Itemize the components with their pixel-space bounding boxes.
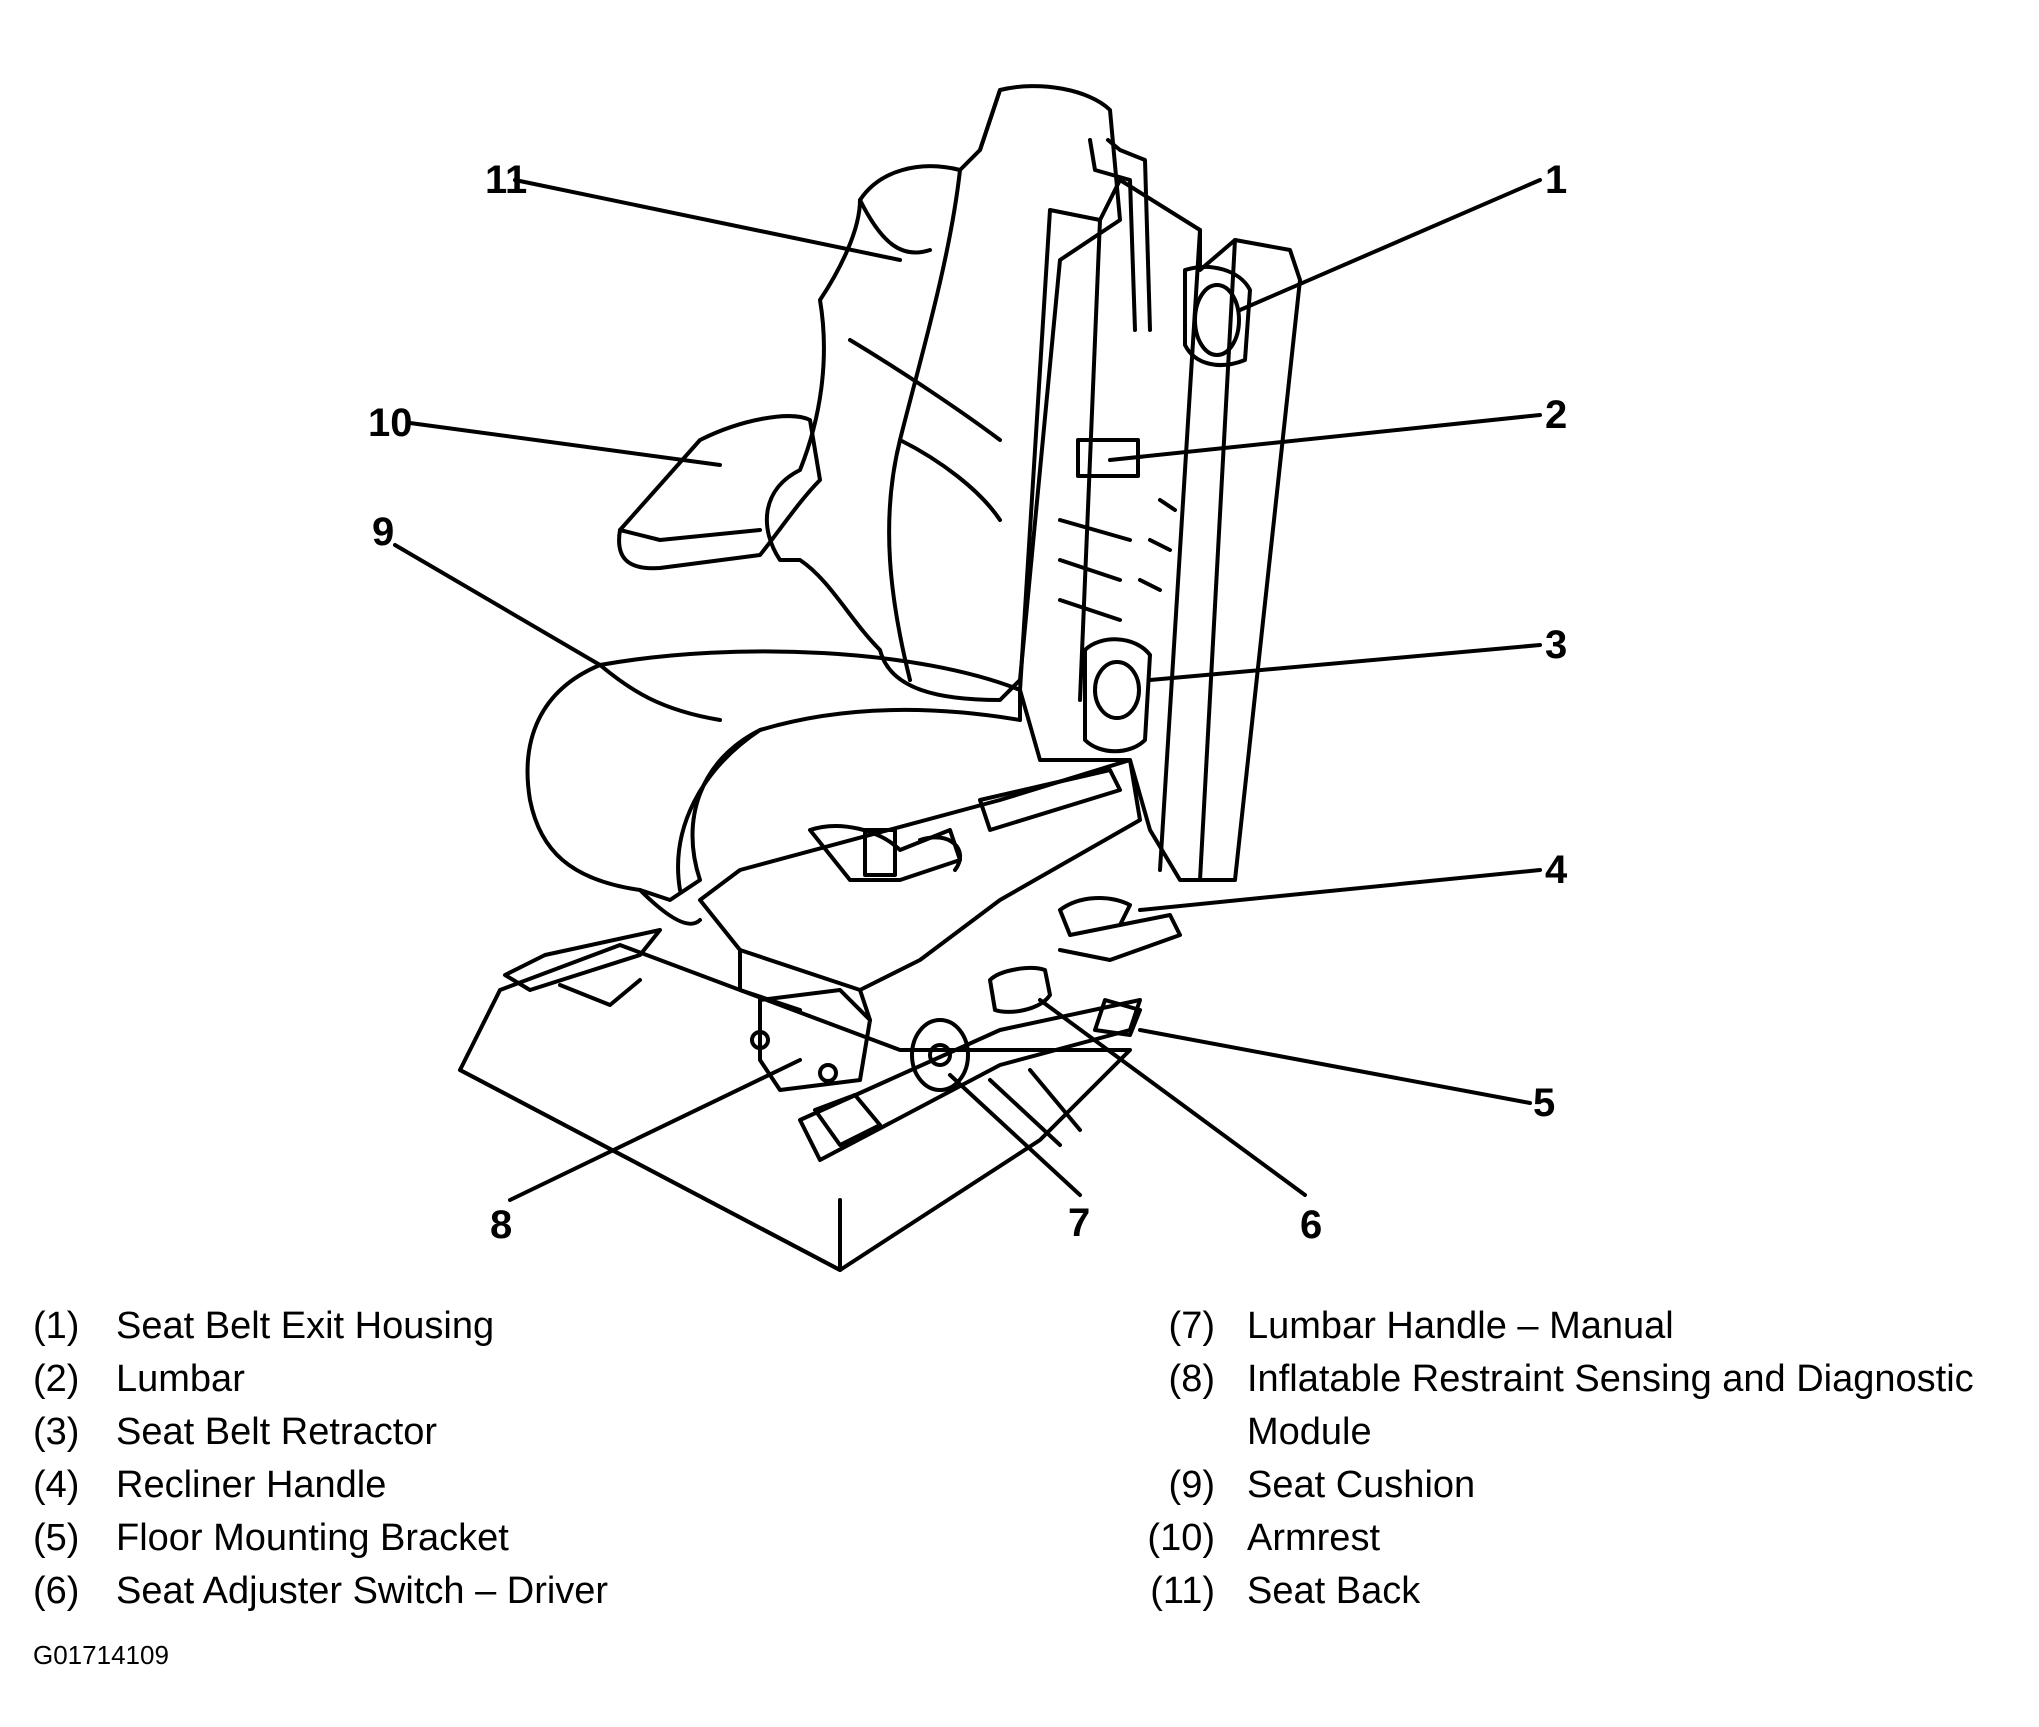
legend-number: (8) (1168, 1358, 1215, 1400)
legend-label: Lumbar Handle – Manual (1247, 1305, 1674, 1347)
callout-5: 5 (1533, 1081, 1555, 1125)
legend-number: (2) (33, 1358, 80, 1400)
legend-item: (10) Armrest (1105, 1512, 2035, 1565)
legend-label: Recliner Handle (116, 1464, 387, 1506)
legend-number: (3) (33, 1411, 80, 1453)
seat-cushion (525, 649, 1022, 926)
legend-item: (8) Inflatable Restraint Sensing and Dia… (1105, 1353, 2035, 1459)
floor-rails (503, 928, 1142, 1162)
legend-item: (7) Lumbar Handle – Manual (1105, 1300, 2035, 1353)
callout-11: 11 (485, 158, 527, 202)
lumbar-handle-part (910, 1018, 970, 1092)
legend-label: Seat Back (1247, 1570, 1421, 1612)
callout-1: 1 (1545, 158, 1567, 202)
legend-item: (1) Seat Belt Exit Housing (33, 1300, 1093, 1353)
legend-item: (9) Seat Cushion (1105, 1459, 2035, 1512)
legend-left: (1) Seat Belt Exit Housing (2) Lumbar (3… (33, 1300, 1093, 1618)
callout-3: 3 (1545, 623, 1567, 667)
legend-number: (7) (1168, 1305, 1215, 1347)
seat-adjuster-switch-part (988, 966, 1052, 1014)
callout-2: 2 (1545, 393, 1567, 437)
callout-numbers: 1 2 3 4 5 6 7 8 9 10 11 (368, 158, 1568, 1247)
legend-number: (11) (1150, 1570, 1215, 1612)
legend-label: Inflatable Restraint Sensing and Diagnos… (1247, 1358, 1974, 1453)
legend-label: Armrest (1247, 1517, 1380, 1559)
seat-back-pad (765, 84, 1122, 702)
leader-lines (393, 178, 1542, 1202)
callout-8: 8 (490, 1203, 512, 1247)
legend-item: (11) Seat Back (1105, 1565, 2035, 1618)
legend-number: (6) (33, 1570, 80, 1612)
callout-7: 7 (1068, 1201, 1090, 1245)
legend-number: (5) (33, 1517, 80, 1559)
armrest (617, 414, 822, 571)
seat-belt-retractor-part (1083, 637, 1152, 754)
legend-item: (3) Seat Belt Retractor (33, 1406, 1093, 1459)
callout-9: 9 (372, 510, 394, 554)
legend-label: Seat Belt Exit Housing (116, 1305, 495, 1347)
figure-id: G01714109 (33, 1640, 169, 1670)
seat-diagram: 1 2 3 4 5 6 7 8 9 10 11 (368, 84, 1568, 1272)
legend-number: (4) (33, 1464, 80, 1506)
seat-back-frame (1018, 178, 1302, 882)
seat-belt-exit-housing (1183, 264, 1252, 367)
callout-10: 10 (368, 401, 413, 445)
legend-item: (5) Floor Mounting Bracket (33, 1512, 1093, 1565)
legend-number: (9) (1168, 1464, 1215, 1506)
legend-item: (4) Recliner Handle (33, 1459, 1093, 1512)
seat-frame (698, 758, 1142, 1092)
legend-number: (1) (33, 1305, 80, 1347)
legend-label: Floor Mounting Bracket (116, 1517, 509, 1559)
floor-base (458, 943, 1132, 1272)
recliner-handle-part (1058, 896, 1182, 962)
callout-4: 4 (1545, 848, 1568, 892)
legend-label: Seat Belt Retractor (116, 1411, 438, 1453)
legend-label: Seat Cushion (1247, 1464, 1476, 1506)
legend-item: (2) Lumbar (33, 1353, 1093, 1406)
callout-6: 6 (1300, 1203, 1322, 1247)
legend-label: Lumbar (116, 1358, 245, 1400)
legend-label: Seat Adjuster Switch – Driver (116, 1570, 609, 1612)
legend-item: (6) Seat Adjuster Switch – Driver (33, 1565, 1093, 1618)
legend-right: (7) Lumbar Handle – Manual (8) Inflatabl… (1105, 1300, 2035, 1618)
legend-number: (10) (1147, 1517, 1215, 1559)
